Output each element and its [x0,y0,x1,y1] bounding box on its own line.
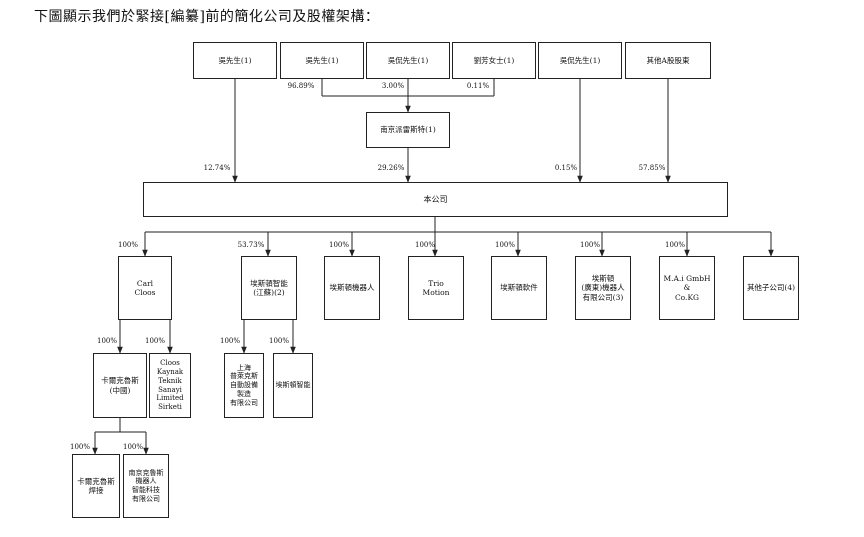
pct-nanjing-carl: 100% [122,443,144,451]
sub-mai-gmbh: M.A.i GmbH & Co.KG [659,256,715,320]
pct-cloos-turkey: 100% [144,337,166,345]
sub-carl-china: 卡爾克魯斯 (中國) [93,353,147,418]
page-title: 下圖顯示我們於緊接[編纂]前的簡化公司及股權架構： [34,9,380,25]
sub-carl-welding: 卡爾克魯斯 焊接 [72,454,120,518]
sub-estun-guangdong: 埃斯頓 (廣東)機器人 有限公司(3) [575,256,631,320]
pct-mai: 100% [664,241,686,249]
pct-wujun-company: 0.15% [554,164,578,172]
entity-nanjing-paisi: 南京派雷斯特(1) [366,112,450,148]
pct-wu-company: 12.74% [203,164,231,172]
shareholder-mr-wu-jun-2: 吳侃先生(1) [538,42,622,79]
entity-company: 本公司 [143,182,728,217]
sub-estun-robot: 埃斯頓機器人 [324,256,380,320]
pct-other-company: 57.85% [638,164,666,172]
pct-paisi-company: 29.26% [377,164,405,172]
pct-shanghai: 100% [219,337,241,345]
sub-carl-cloos: Carl Cloos [118,256,172,320]
pct-estun-intelligent: 100% [268,337,290,345]
shareholder-ms-liu: 劉芳女士(1) [452,42,536,79]
sub-estun-software: 埃斯頓軟件 [491,256,547,320]
pct-wujun-paisi: 3.00% [381,82,405,90]
shareholder-mr-wu: 吳先生(1) [193,42,277,79]
sub-shanghai-plc: 上海 普萊克斯 自動設備 製造 有限公司 [224,353,264,418]
sub-cloos-turkey: Cloos Kaynak Teknik Sanayi Limited Sirke… [149,353,191,418]
pct-estun-robot: 100% [328,241,350,249]
pct-carl-welding: 100% [69,443,91,451]
sub-estun-intelligent: 埃斯頓智能 [273,353,313,418]
pct-estun-software: 100% [494,241,516,249]
pct-carl-china: 100% [96,337,118,345]
pct-liu-paisi: 0.11% [466,82,490,90]
sub-trio-motion: Trio Motion [408,256,464,320]
pct-estun-guangdong: 100% [579,241,601,249]
sub-nanjing-carl-robot: 南京克魯斯 機器人 智能科技 有限公司 [123,454,169,518]
pct-estun-jiangsu: 53.73% [237,241,265,249]
sub-estun-jiangsu: 埃斯頓智能 (江蘇)(2) [241,256,297,320]
pct-wu-paisi: 96.89% [287,82,315,90]
pct-trio: 100% [414,241,436,249]
shareholder-mr-wu-jun: 吳侃先生(1) [366,42,450,79]
sub-other-subsidiaries: 其他子公司(4) [743,256,799,320]
shareholder-other-a-shares: 其他A股股東 [625,42,711,79]
shareholder-mr-wu-2: 吳先生(1) [280,42,364,79]
pct-carl-cloos: 100% [117,241,139,249]
